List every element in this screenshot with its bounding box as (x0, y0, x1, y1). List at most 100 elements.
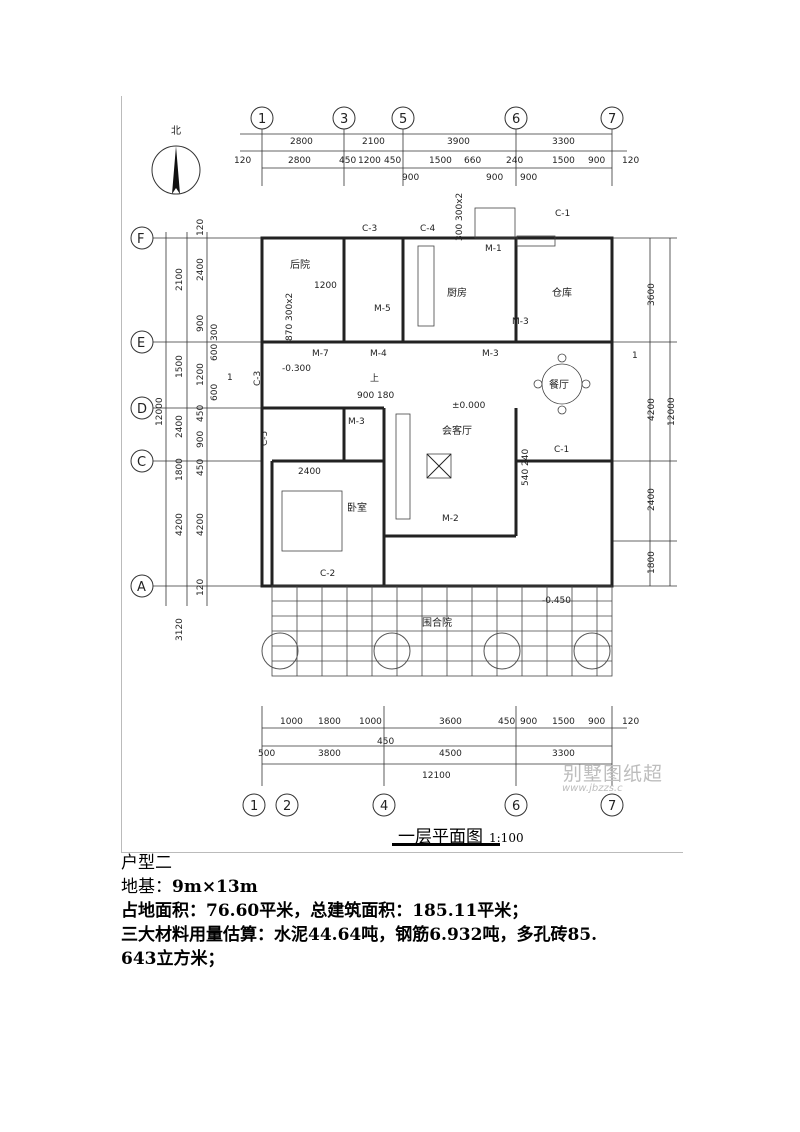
axis-left-d: D (137, 402, 147, 417)
axis-bottom-7: 7 (608, 799, 616, 814)
drawing-title-text: 一层平面图 (398, 827, 483, 847)
dim-stair: 900 180 (357, 391, 394, 401)
door-m2: M-2 (442, 514, 459, 524)
window-c5: C-5 (260, 431, 270, 446)
floor-plan-frame: 1 3 5 6 7 F E D C A 1 2 4 6 7 北 2800 210… (121, 96, 683, 853)
room-bedroom: 卧室 (347, 501, 367, 514)
door-m3-c: M-3 (348, 417, 365, 427)
watermark-url: www.jbzzs.c (562, 783, 623, 794)
axis-left-f: F (137, 232, 144, 247)
dim-bottom-2-4: 3300 (552, 749, 575, 759)
axis-bottom-2: 2 (283, 799, 291, 814)
caption-area: 占地面积：76.60平米，总建筑面积：185.11平米； (121, 901, 529, 921)
dim-left-extra-4: 3120 (175, 618, 185, 641)
dim-top-1-0: 2800 (290, 137, 313, 147)
dim-870: 870 300x2 (285, 293, 295, 341)
dim-top-2-7: 240 (506, 156, 523, 166)
dim-left-total: 12000 (155, 397, 165, 426)
dim-bottom-1-6: 1500 (552, 717, 575, 727)
room-backyard: 后院 (290, 258, 310, 271)
dim-bottom-1-3: 3600 (439, 717, 462, 727)
dim-top-2-4: 450 (384, 156, 401, 166)
dim-top-2-6: 660 (464, 156, 481, 166)
dim-left-inner-4: 900 (196, 431, 206, 448)
dim-top-3-2: 900 (520, 173, 537, 183)
dim-top-3-0: 900 (402, 173, 419, 183)
axis-top-1: 1 (258, 112, 266, 127)
dim-left-outer-4: 4200 (175, 513, 185, 536)
door-m7: M-7 (312, 349, 329, 359)
dim-left-inner-0: 2400 (196, 258, 206, 281)
dim-left-inner-1: 900 (196, 315, 206, 332)
dim-bottom-1-8: 120 (622, 717, 639, 727)
dim-bottom-1-2: 1000 (359, 717, 382, 727)
window-c4: C-4 (420, 224, 436, 234)
dim-right-1: 4200 (647, 398, 657, 421)
caption-materials-cont: 643立方米； (121, 949, 225, 969)
axis-left-a: A (137, 580, 146, 595)
axis-left-c: C (137, 455, 146, 470)
dim-bottom-2-0: 500 (258, 749, 275, 759)
dim-left-outer-1: 1500 (175, 355, 185, 378)
axis-left-e: E (137, 336, 145, 351)
dim-bottom-1-5: 900 (520, 717, 537, 727)
title-underline (392, 843, 500, 846)
level-rear: -0.300 (282, 364, 311, 374)
room-dining: 餐厅 (549, 378, 569, 391)
dim-bottom-1-1: 1800 (318, 717, 341, 727)
dim-left-inner-7: 120 (196, 579, 206, 596)
door-m5: M-5 (374, 304, 391, 314)
dim-left-extra-0: 120 (196, 219, 206, 236)
dim-top-2-10: 120 (622, 156, 639, 166)
level-main: ±0.000 (452, 401, 486, 411)
dim-bottom-1-4: 450 (498, 717, 515, 727)
watermark-text: 别墅图纸超 (563, 763, 664, 785)
room-courtyard: 围合院 (422, 616, 452, 629)
caption-foundation: 地基：9m×13m (121, 875, 258, 899)
dim-right-total: 12000 (667, 397, 677, 426)
north-label: 北 (171, 125, 181, 137)
dim-left-outer-3: 1800 (175, 458, 185, 481)
dim-bottom-2-3: 4500 (439, 749, 462, 759)
window-c3: C-3 (362, 224, 377, 234)
dim-left-outer-0: 2100 (175, 268, 185, 291)
dim-bottom-2-1: 3800 (318, 749, 341, 759)
dim-left-inner-6: 4200 (196, 513, 206, 536)
dim-1200: 1200 (314, 281, 337, 291)
dim-top-1-2: 3900 (447, 137, 470, 147)
dim-top-2-1: 2800 (288, 156, 311, 166)
window-c1-b: C-1 (554, 445, 569, 455)
dim-left-outer-2: 2400 (175, 415, 185, 438)
axis-top-3: 3 (340, 112, 348, 127)
dim-top-2-0: 120 (234, 156, 251, 166)
north-arrow-icon (151, 145, 201, 195)
dim-left-extra-1: 600 (210, 344, 220, 361)
dim-300: 300 300x2 (455, 193, 465, 241)
axis-bottom-6: 6 (512, 799, 520, 814)
room-kitchen: 厨房 (447, 286, 467, 299)
window-c1: C-1 (555, 209, 570, 219)
door-m4: M-4 (370, 349, 387, 359)
stair-up-label: 上 (370, 373, 379, 384)
dim-bottom-1-7: 900 (588, 717, 605, 727)
dim-top-2-5: 1500 (429, 156, 452, 166)
axis-bottom-1: 1 (250, 799, 258, 814)
dim-left-extra-3: 600 (210, 384, 220, 401)
dim-right-3: 1800 (647, 551, 657, 574)
dim-left-inner-3: 450 (196, 405, 206, 422)
dim-right-2: 2400 (647, 488, 657, 511)
drawing-title: 一层平面图 1:100 (398, 822, 524, 847)
axis-top-7: 7 (608, 112, 616, 127)
dim-top-1-3: 3300 (552, 137, 575, 147)
room-storage: 仓库 (552, 286, 572, 299)
door-m3: M-3 (482, 349, 499, 359)
dim-bottom-1-0: 1000 (280, 717, 303, 727)
dim-left-inner-2: 1200 (196, 363, 206, 386)
axis-bottom-4: 4 (380, 799, 388, 814)
axis-top-5: 5 (399, 112, 407, 127)
window-c2: C-2 (320, 569, 335, 579)
level-courtyard: -0.450 (542, 596, 571, 606)
dim-top-2-9: 900 (588, 156, 605, 166)
dim-bottom-total: 12100 (422, 771, 451, 781)
drawing-scale: 1:100 (489, 831, 524, 845)
